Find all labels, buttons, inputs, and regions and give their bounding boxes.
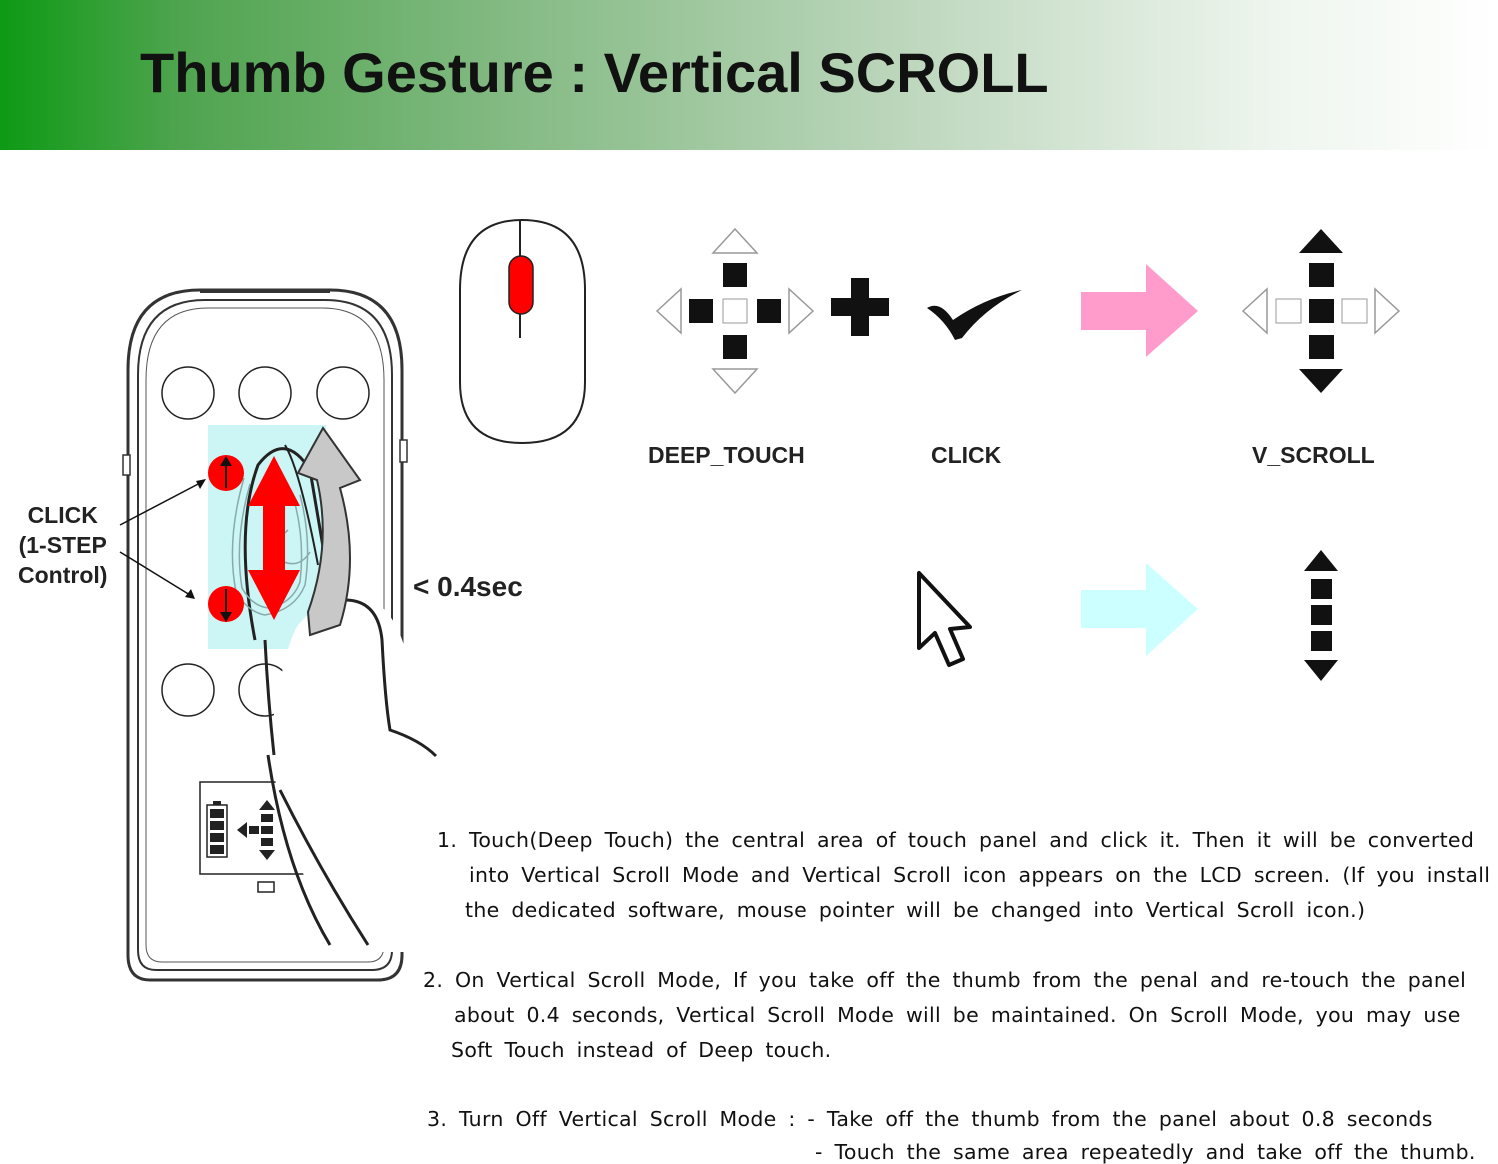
thumb-icon xyxy=(231,444,438,952)
step-2-line-1: 2. On Vertical Scroll Mode, If you take … xyxy=(423,968,1467,992)
step-2-line-3: Soft Touch instead of Deep touch. xyxy=(451,1038,832,1062)
step-1-line-3: the dedicated software, mouse pointer wi… xyxy=(465,898,1366,922)
click-label: CLICK xyxy=(931,442,1002,468)
step-1-line-2: into Vertical Scroll Mode and Vertical S… xyxy=(469,863,1491,887)
side-click-label: CLICK (1-STEP Control) xyxy=(18,500,107,590)
step-3-line-1: 3. Turn Off Vertical Scroll Mode : - Tak… xyxy=(427,1107,1433,1131)
plus-icon xyxy=(831,278,889,336)
vertical-swipe-arrow xyxy=(248,456,300,620)
time-threshold-label: < 0.4sec xyxy=(413,571,523,602)
checkmark-icon xyxy=(927,290,1022,340)
v-scroll-icon xyxy=(1241,229,1401,393)
scroll-cursor-icon xyxy=(1304,550,1338,681)
step-3-line-2: - Touch the same area repeatedly and tak… xyxy=(815,1140,1476,1164)
v-scroll-label: V_SCROLL xyxy=(1252,442,1375,468)
side-click-line: (1-STEP xyxy=(18,532,107,558)
deep-touch-icon xyxy=(655,227,815,395)
pink-transition-arrow xyxy=(1081,264,1198,357)
deep-touch-label: DEEP_TOUCH xyxy=(648,442,805,468)
side-click-line: CLICK xyxy=(27,502,98,528)
click-up-dot xyxy=(208,455,244,491)
click-down-dot xyxy=(208,586,244,622)
cursor-icon xyxy=(917,571,972,667)
mouse-icon xyxy=(459,218,586,445)
page-title: Thumb Gesture : Vertical SCROLL xyxy=(140,41,1049,104)
step-1-line-1: 1. Touch(Deep Touch) the central area of… xyxy=(437,828,1475,852)
click-leader-lines xyxy=(119,479,206,599)
lift-retouch-arrow xyxy=(296,426,362,637)
cyan-transition-arrow xyxy=(1081,563,1198,656)
title-banner xyxy=(0,0,1498,150)
step-2-line-2: about 0.4 seconds, Vertical Scroll Mode … xyxy=(454,1003,1461,1027)
side-click-line: Control) xyxy=(18,562,108,588)
